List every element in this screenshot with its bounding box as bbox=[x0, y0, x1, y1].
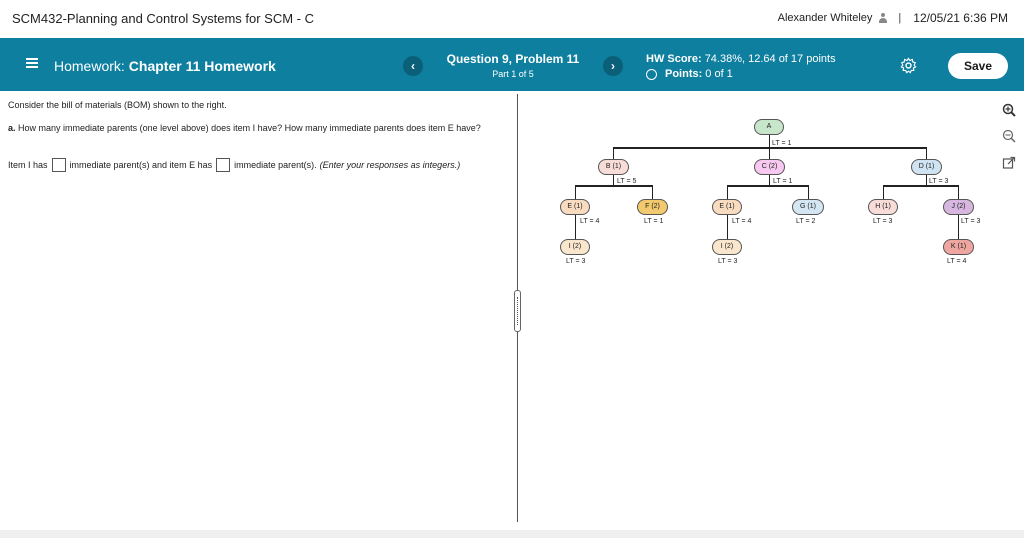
homework-header: Homework:Chapter 11 Homework ‹ Question … bbox=[0, 38, 1024, 91]
connector-line bbox=[727, 215, 728, 239]
hamburger-menu-icon[interactable] bbox=[26, 58, 38, 68]
bom-lt-a: LT = 1 bbox=[772, 140, 792, 147]
bom-node-e-under-c: E (1) bbox=[712, 199, 742, 215]
homework-label: Homework: bbox=[54, 58, 125, 74]
gear-icon[interactable] bbox=[900, 57, 917, 74]
bom-node-j: J (2) bbox=[943, 199, 974, 215]
course-title: SCM432-Planning and Control Systems for … bbox=[12, 11, 315, 26]
bom-lt-j: LT = 3 bbox=[961, 218, 981, 225]
connector-line bbox=[808, 185, 809, 199]
connector-line bbox=[769, 175, 770, 185]
bom-node-k: K (1) bbox=[943, 239, 974, 255]
answer-middle: immediate parent(s) and item E has bbox=[69, 160, 213, 170]
bom-node-h: H (1) bbox=[868, 199, 898, 215]
connector-line bbox=[926, 175, 927, 185]
top-bar: SCM432-Planning and Control Systems for … bbox=[0, 0, 1024, 38]
zoom-out-icon[interactable] bbox=[1002, 129, 1016, 143]
bom-node-g: G (1) bbox=[792, 199, 824, 215]
connector-line bbox=[575, 215, 576, 239]
score-value: 74.38%, 12.64 of 17 points bbox=[704, 53, 836, 65]
homework-name: Chapter 11 Homework bbox=[128, 58, 276, 74]
connector-line bbox=[613, 175, 614, 185]
connector-line bbox=[613, 147, 927, 149]
bom-node-e-under-b: E (1) bbox=[560, 199, 590, 215]
previous-question-button[interactable]: ‹ bbox=[403, 56, 423, 76]
connector-line bbox=[613, 147, 614, 159]
item-e-parents-input[interactable] bbox=[216, 158, 231, 172]
points: Points: 0 of 1 bbox=[646, 68, 733, 80]
question-part: Part 1 of 5 bbox=[492, 69, 534, 79]
points-value: 0 of 1 bbox=[705, 68, 733, 80]
bom-node-b: B (1) bbox=[598, 159, 629, 175]
zoom-in-icon[interactable] bbox=[1002, 103, 1016, 117]
question-part-a: a. How many immediate parents (one level… bbox=[8, 122, 508, 134]
connector-line bbox=[883, 185, 958, 187]
connector-line bbox=[883, 185, 884, 199]
question-intro: Consider the bill of materials (BOM) sho… bbox=[8, 100, 227, 110]
bom-node-d: D (1) bbox=[911, 159, 942, 175]
next-question-button[interactable]: › bbox=[603, 56, 623, 76]
bom-lt-e-under-c: LT = 4 bbox=[732, 218, 752, 225]
score-label: HW Score: bbox=[646, 53, 702, 65]
bom-diagram: A LT = 1 B (1) LT = 5 C (2) LT = 1 D (1)… bbox=[520, 95, 1000, 295]
separator: | bbox=[898, 12, 902, 24]
question-title: Question 9, Problem 11 bbox=[446, 52, 580, 66]
bottom-bar bbox=[0, 530, 1024, 538]
connector-line bbox=[652, 185, 653, 199]
save-button[interactable]: Save bbox=[948, 53, 1008, 79]
connector-line bbox=[769, 147, 770, 159]
connector-line bbox=[926, 147, 927, 159]
bom-lt-f: LT = 1 bbox=[644, 218, 664, 225]
bom-lt-c: LT = 1 bbox=[773, 178, 793, 185]
bom-lt-g: LT = 2 bbox=[796, 218, 816, 225]
question-panel: Consider the bill of materials (BOM) sho… bbox=[0, 91, 517, 523]
connector-line bbox=[958, 185, 959, 199]
bom-lt-b: LT = 5 bbox=[617, 178, 637, 185]
user-area: Alexander Whiteley | 12/05/21 6:36 PM bbox=[778, 11, 1008, 25]
connector-line bbox=[727, 185, 728, 199]
answer-prefix: Item I has bbox=[8, 160, 48, 170]
answer-hint: (Enter your responses as integers.) bbox=[319, 160, 461, 170]
panel-resize-handle[interactable] bbox=[514, 290, 521, 332]
answer-line: Item I has immediate parent(s) and item … bbox=[8, 158, 460, 172]
points-circle-icon bbox=[646, 68, 657, 80]
connector-line bbox=[958, 215, 959, 239]
user-icon[interactable] bbox=[878, 13, 888, 23]
part-text: How many immediate parents (one level ab… bbox=[18, 123, 481, 133]
bom-node-a: A bbox=[754, 119, 784, 135]
connector-line bbox=[575, 185, 576, 199]
bom-lt-d: LT = 3 bbox=[929, 178, 949, 185]
item-i-parents-input[interactable] bbox=[51, 158, 66, 172]
user-name[interactable]: Alexander Whiteley bbox=[777, 12, 873, 24]
bom-node-i-under-e-right: I (2) bbox=[712, 239, 742, 255]
connector-line bbox=[575, 185, 652, 187]
part-label: a. bbox=[8, 123, 16, 133]
bom-lt-k: LT = 4 bbox=[947, 258, 967, 265]
bom-node-c: C (2) bbox=[754, 159, 785, 175]
answer-suffix: immediate parent(s). bbox=[234, 160, 317, 170]
hw-score: HW Score: 74.38%, 12.64 of 17 points bbox=[646, 53, 836, 65]
external-link-icon[interactable] bbox=[1002, 156, 1016, 170]
homework-title: Homework:Chapter 11 Homework bbox=[54, 58, 276, 74]
bom-node-i-under-e-left: I (2) bbox=[560, 239, 590, 255]
bom-lt-h: LT = 3 bbox=[873, 218, 893, 225]
connector-line bbox=[727, 185, 808, 187]
bom-lt-e-under-b: LT = 4 bbox=[580, 218, 600, 225]
connector-line bbox=[769, 135, 770, 147]
bom-lt-i-left: LT = 3 bbox=[566, 258, 586, 265]
bom-lt-i-right: LT = 3 bbox=[718, 258, 738, 265]
points-label: Points: bbox=[665, 68, 703, 80]
datetime: 12/05/21 6:36 PM bbox=[913, 11, 1008, 25]
bom-node-f: F (2) bbox=[637, 199, 668, 215]
